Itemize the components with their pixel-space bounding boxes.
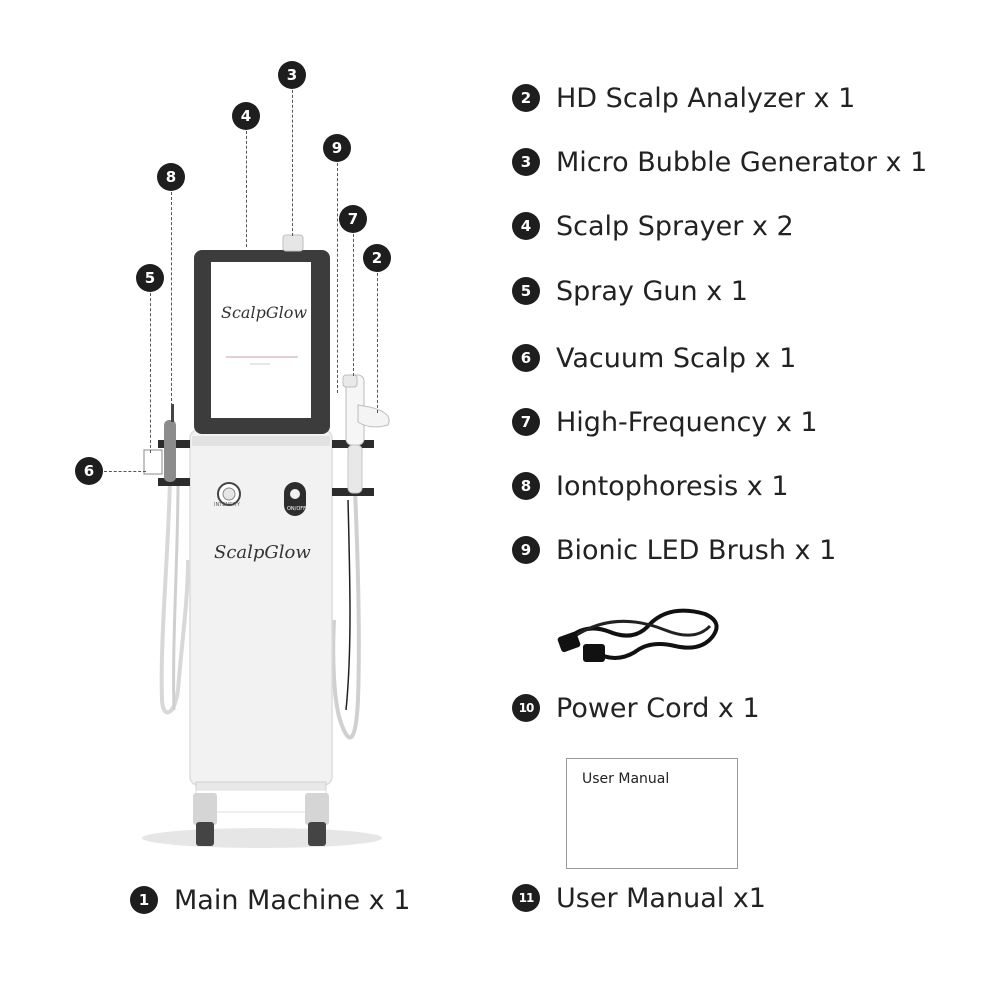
callout-3-leader [292, 90, 293, 236]
main-machine-caption: 1 Main Machine x 1 [130, 880, 410, 920]
user-manual-cover-title: User Manual [582, 771, 670, 787]
callout-6-leader [104, 471, 146, 472]
list-item-micro-bubble-generator: 3 Micro Bubble Generator x 1 [512, 142, 927, 182]
list-number: 7 [512, 408, 540, 436]
list-number: 6 [512, 344, 540, 372]
knob-label: INTENSITY [214, 502, 240, 508]
list-item-bionic-led-brush: 9 Bionic LED Brush x 1 [512, 530, 836, 570]
list-label: Bionic LED Brush x 1 [556, 534, 837, 566]
body-brand-logo: ScalpGlow [214, 542, 311, 563]
callout-8-marker: 8 [157, 163, 185, 191]
power-button-label: ON/OFF [287, 506, 307, 512]
list-number: 5 [512, 277, 540, 305]
callout-7-marker: 7 [339, 205, 367, 233]
callout-5-leader [150, 293, 151, 453]
list-label: HD Scalp Analyzer x 1 [556, 82, 856, 114]
list-number: 1 [130, 886, 158, 914]
list-item-scalp-sprayer: 4 Scalp Sprayer x 2 [512, 206, 794, 246]
callout-9-leader [337, 163, 338, 393]
user-manual-image: User Manual [566, 758, 738, 869]
list-label: Scalp Sprayer x 2 [556, 210, 794, 242]
callout-2-leader [377, 273, 378, 413]
list-label: Power Cord x 1 [556, 692, 760, 724]
list-number: 11 [512, 884, 540, 912]
list-item-power-cord: 10 Power Cord x 1 [512, 688, 760, 728]
list-item-spray-gun: 5 Spray Gun x 1 [512, 271, 748, 311]
list-number: 9 [512, 536, 540, 564]
list-item-iontophoresis: 8 Iontophoresis x 1 [512, 466, 789, 506]
list-label: Micro Bubble Generator x 1 [556, 146, 928, 178]
list-label: Main Machine x 1 [174, 884, 411, 916]
list-number: 10 [512, 694, 540, 722]
list-item-user-manual: 11 User Manual x1 [512, 878, 766, 918]
callout-9-marker: 9 [323, 134, 351, 162]
list-item-hd-scalp-analyzer: 2 HD Scalp Analyzer x 1 [512, 78, 855, 118]
list-label: User Manual x1 [556, 882, 766, 914]
callout-5-marker: 5 [136, 264, 164, 292]
callout-6-marker: 6 [75, 457, 103, 485]
callout-7-leader [353, 234, 354, 376]
list-number: 4 [512, 212, 540, 240]
list-label: Spray Gun x 1 [556, 275, 748, 307]
callout-2-marker: 2 [363, 244, 391, 272]
list-item-high-frequency: 7 High-Frequency x 1 [512, 402, 818, 442]
list-item-vacuum-scalp: 6 Vacuum Scalp x 1 [512, 338, 796, 378]
callout-3-marker: 3 [278, 61, 306, 89]
callout-8-leader [171, 192, 172, 406]
power-cord-icon [555, 608, 719, 662]
list-number: 2 [512, 84, 540, 112]
list-label: Vacuum Scalp x 1 [556, 342, 797, 374]
callout-4-marker: 4 [232, 102, 260, 130]
list-number: 8 [512, 472, 540, 500]
screen-brand-logo: ScalpGlow [221, 303, 308, 322]
callout-4-leader [246, 131, 247, 247]
list-number: 3 [512, 148, 540, 176]
list-label: Iontophoresis x 1 [556, 470, 789, 502]
list-label: High-Frequency x 1 [556, 406, 818, 438]
